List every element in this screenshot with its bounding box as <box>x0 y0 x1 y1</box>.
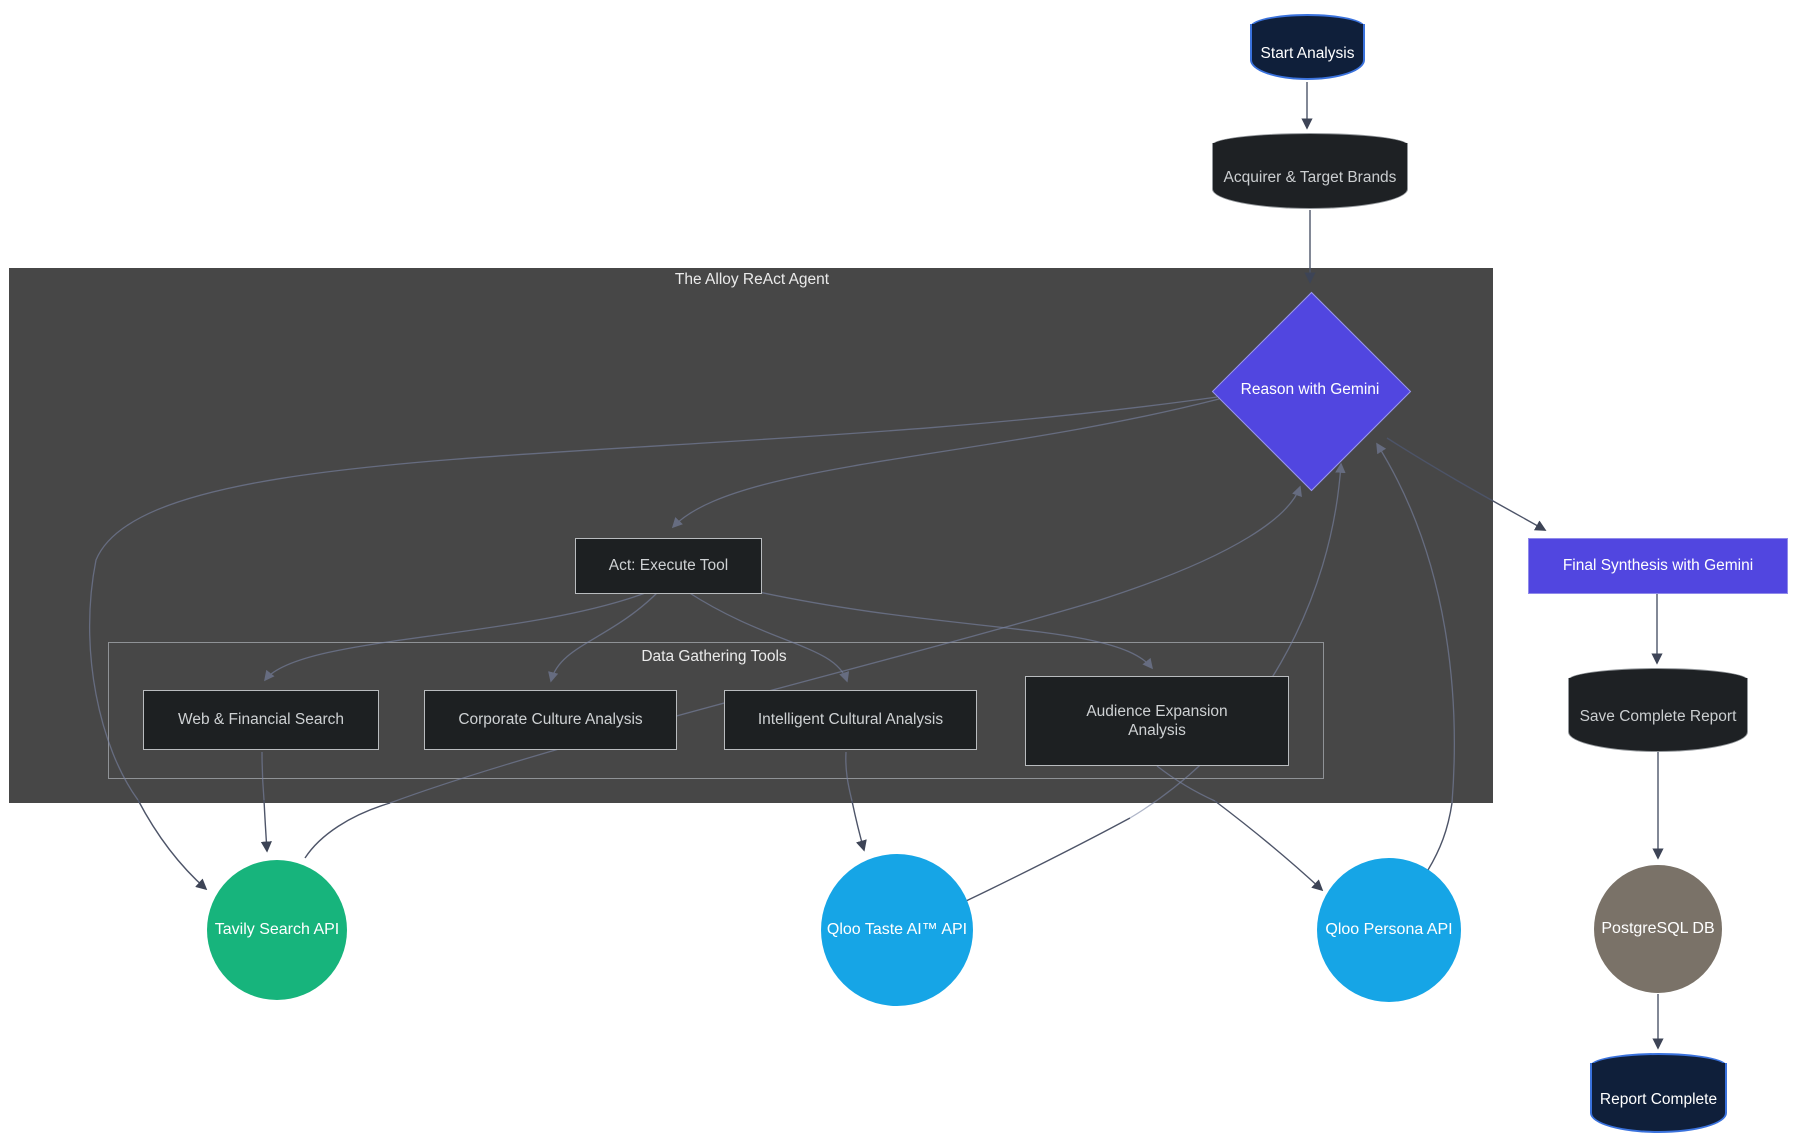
cylinder-body <box>1250 24 1365 80</box>
node-final-synthesis-with-gemini: Final Synthesis with Gemini <box>1528 538 1788 594</box>
node-save-complete-report: Save Complete Report <box>1568 668 1748 752</box>
node-intelligent-cultural-analysis: Intelligent Cultural Analysis <box>724 690 977 750</box>
node-report-complete: Report Complete <box>1590 1053 1727 1133</box>
node-qloo-persona-api: Qloo Persona API <box>1317 858 1461 1002</box>
node-web-financial-search: Web & Financial Search <box>143 690 379 750</box>
node-label: Audience Expansion Analysis <box>1086 702 1228 739</box>
node-label: Save Complete Report <box>1579 708 1737 725</box>
node-label: Acquirer & Target Brands <box>1223 169 1397 186</box>
cylinder-body <box>1212 143 1408 209</box>
node-audience-expansion-analysis: Audience Expansion Analysis <box>1025 676 1289 766</box>
node-act-execute-tool: Act: Execute Tool <box>575 538 762 594</box>
tools-container-label: Data Gathering Tools <box>641 648 787 666</box>
node-postgresql-db: PostgreSQL DB <box>1594 865 1722 993</box>
cylinder-body <box>1568 678 1748 752</box>
node-label: Report Complete <box>1599 1091 1718 1108</box>
node-corporate-culture-analysis: Corporate Culture Analysis <box>424 690 677 750</box>
node-label: Reason with Gemini <box>1240 381 1380 399</box>
node-qloo-taste-ai-api: Qloo Taste AI™ API <box>821 854 973 1006</box>
cylinder-body <box>1590 1063 1727 1133</box>
node-tavily-search-api: Tavily Search API <box>207 860 347 1000</box>
node-acquirer-target-brands: Acquirer & Target Brands <box>1212 133 1408 209</box>
node-label: Start Analysis <box>1260 45 1355 62</box>
agent-container-label: The Alloy ReAct Agent <box>674 271 830 289</box>
node-start-analysis: Start Analysis <box>1250 14 1365 80</box>
